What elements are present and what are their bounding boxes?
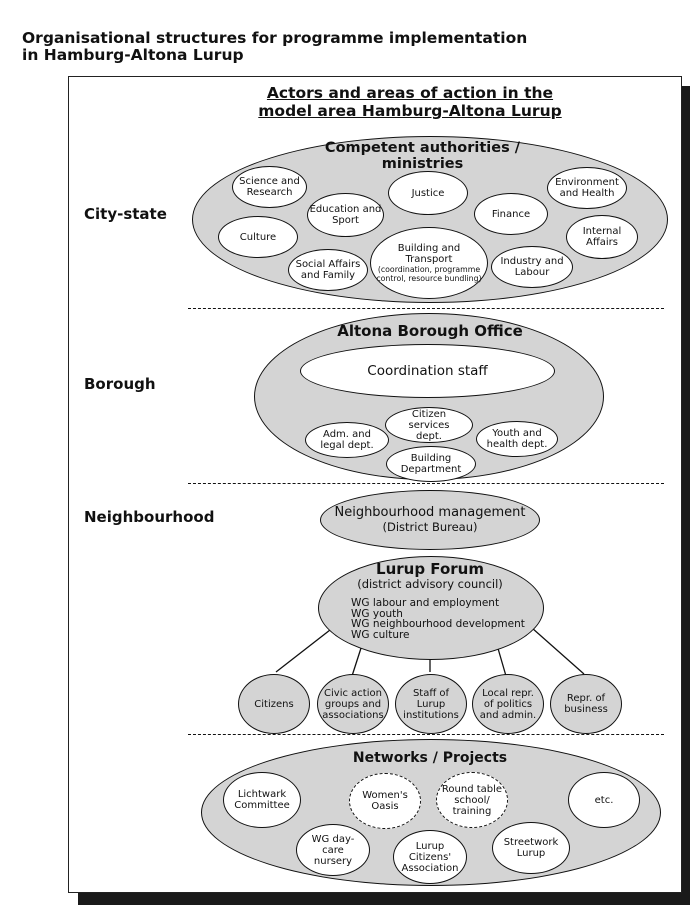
lurup-forum-title: Lurup Forum (376, 560, 484, 578)
ministry-industry: Industry and Labour (491, 246, 573, 288)
working-group-item: WG culture (351, 628, 410, 641)
member-citizens: Citizens (238, 674, 310, 734)
working-group-item: WG neighbourhood development (351, 618, 525, 630)
level-borough: Borough (84, 375, 156, 393)
frame-title: Actors and areas of action in the model … (258, 84, 562, 120)
project-lichtwark-committee: Lichtwark Committee (223, 772, 301, 828)
working-group-item: WG youth (351, 607, 403, 620)
project-lurup-citizens-association: Lurup Citizens' Association (393, 830, 467, 884)
member-business-representatives: Repr. of business (550, 674, 622, 734)
borough-office-title: Altona Borough Office (337, 322, 523, 340)
ministry-environment: Environment and Health (547, 167, 627, 209)
level-city-state: City-state (84, 205, 167, 223)
coordination-staff: Coordination staff (300, 344, 555, 398)
project-womens-oasis: Women's Oasis (349, 773, 421, 829)
youth-health-dept: Youth and health dept. (476, 421, 558, 457)
ministry-internal: Internal Affairs (566, 215, 638, 259)
ministry-social: Social Affairs and Family (288, 249, 368, 291)
ministry-building-transport: Building and Transport (coordination, pr… (370, 227, 488, 299)
ministry-finance: Finance (474, 193, 548, 235)
ministry-culture: Culture (218, 216, 298, 258)
project-wg-daycare: WG day-care nursery (296, 824, 370, 876)
page-title: Organisational structures for programme … (22, 29, 528, 64)
level-neighbourhood: Neighbourhood (84, 508, 215, 526)
member-staff-institutions: Staff of Lurup institutions (395, 674, 467, 734)
separator-line (188, 483, 664, 484)
authorities-title: Competent authorities / ministries (324, 140, 521, 172)
separator-line (188, 308, 664, 309)
networks-title: Networks / Projects (352, 750, 508, 766)
ministry-education: Education and Sport (307, 193, 384, 237)
member-civic-action-groups: Civic action groups and associations (317, 674, 389, 734)
working-group-list: WG labour and employment WG youth WG nei… (351, 598, 525, 640)
ministry-justice: Justice (388, 171, 468, 215)
project-etc: etc. (568, 772, 640, 828)
working-group-item: WG labour and employment (351, 597, 500, 609)
adm-legal-dept: Adm. and legal dept. (305, 422, 389, 458)
project-streetwork-lurup: Streetwork Lurup (492, 822, 570, 874)
lurup-forum-subtitle: (district advisory council) (357, 577, 503, 591)
lurup-forum-ellipse (318, 556, 544, 660)
member-local-representatives: Local repr. of politics and admin. (472, 674, 544, 734)
ministry-science: Science and Research (232, 166, 307, 208)
separator-line (188, 734, 664, 735)
neighbourhood-management: Neighbourhood management (District Burea… (320, 490, 540, 550)
building-department: Building Department (386, 446, 476, 482)
citizen-services-dept: Citizen services dept. (385, 407, 473, 443)
project-round-table: Round table school/ training (436, 772, 508, 828)
